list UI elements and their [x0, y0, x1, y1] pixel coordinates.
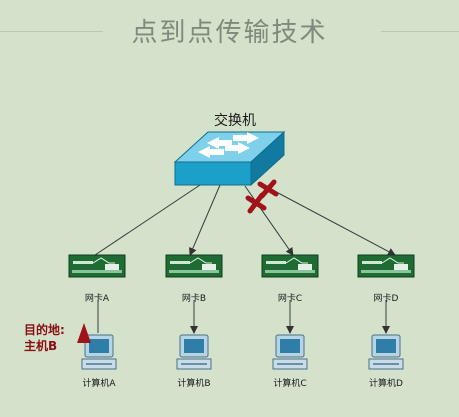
link-switch-nic-a	[94, 184, 201, 256]
switch-arrows	[198, 132, 259, 158]
link-switch-nic-c	[244, 185, 294, 256]
nic-label-d: 网卡D	[373, 294, 399, 304]
network-card-icon	[165, 254, 223, 278]
computer-label-b: 计算机B	[177, 379, 211, 389]
nic-label-a: 网卡A	[84, 294, 110, 304]
switch-label: 交换机	[214, 113, 256, 129]
nic-label-c: 网卡C	[277, 294, 303, 304]
link-switch-nic-b	[189, 184, 221, 256]
desktop-computer-icon	[272, 334, 308, 370]
title-rule-left	[0, 31, 103, 32]
switch-links	[94, 184, 396, 256]
blocked-x-icon	[245, 192, 267, 214]
network-card-icon	[261, 254, 319, 278]
destination-callout: 目的地: 主机B	[24, 322, 65, 354]
desktop-computer-icon	[81, 334, 117, 370]
page-title: 点到点传输技术	[131, 18, 328, 48]
link-switch-nic-d	[264, 185, 396, 256]
nic-links	[97, 300, 390, 334]
triangle-marker-icon	[77, 323, 91, 343]
desktop-computer-icon	[176, 334, 212, 370]
destination-host: 主机B	[24, 339, 58, 353]
network-card-icon	[357, 254, 415, 278]
title-rule-right	[381, 31, 459, 32]
computer-label-c: 计算机C	[273, 379, 307, 389]
network-card-icon	[68, 254, 126, 278]
computer-label-d: 计算机D	[369, 379, 403, 389]
destination-label: 目的地:	[24, 323, 65, 337]
desktop-computer-icon	[368, 334, 404, 370]
computer-label-a: 计算机A	[82, 379, 116, 389]
network-switch-icon	[173, 130, 286, 187]
nic-label-b: 网卡B	[181, 294, 207, 304]
